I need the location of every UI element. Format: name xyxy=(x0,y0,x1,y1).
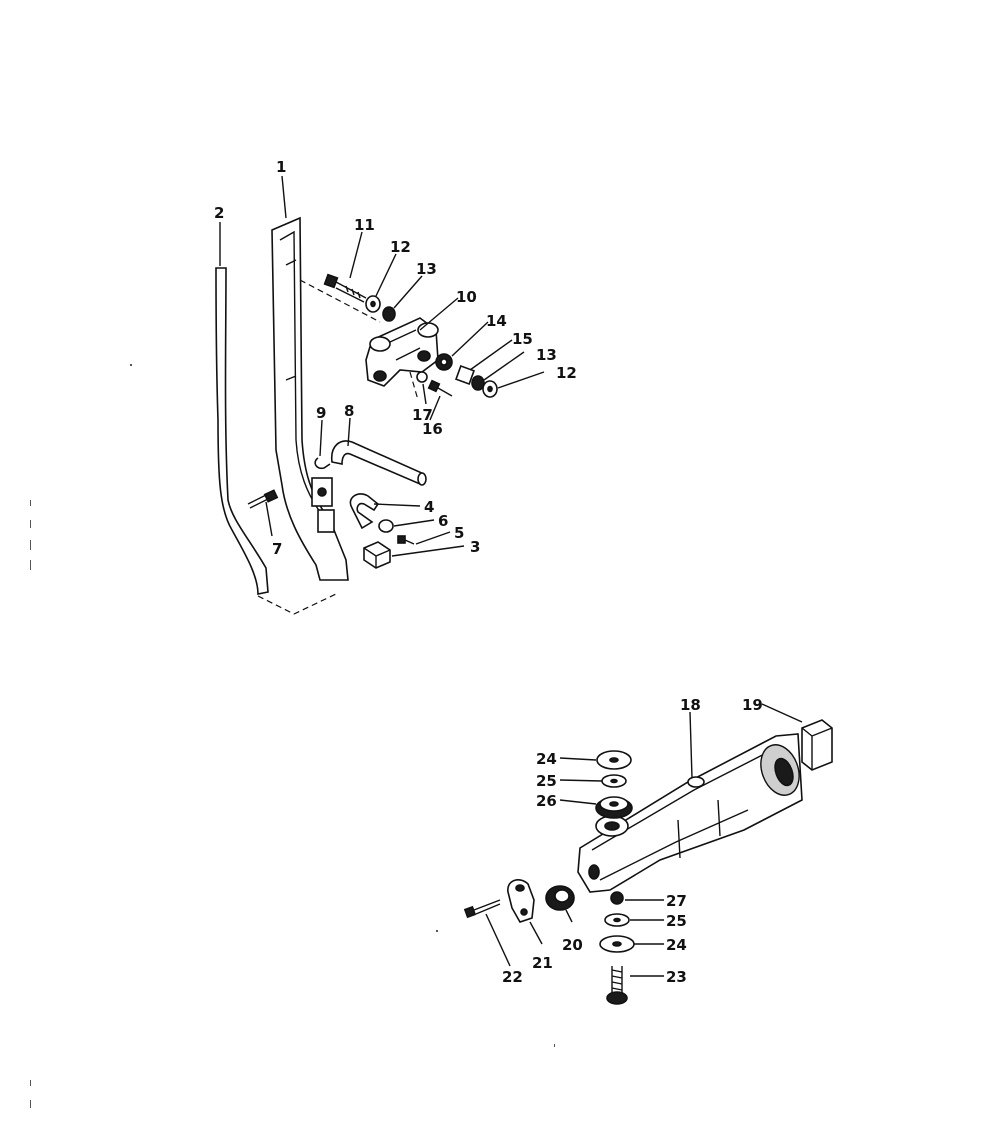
callout-14: 14 xyxy=(486,312,507,330)
part-3-pad xyxy=(363,541,391,569)
callout-1: 1 xyxy=(276,158,286,176)
callout-4: 4 xyxy=(424,498,434,516)
scan-specks xyxy=(30,364,555,1108)
callout-15: 15 xyxy=(512,330,533,348)
part-4-clamp xyxy=(349,493,380,530)
part-12-washer-right-hole xyxy=(487,385,493,393)
part-8-tube xyxy=(330,440,427,486)
callout-20: 20 xyxy=(562,936,583,954)
callout-19: 19 xyxy=(742,696,763,714)
callout-21: 21 xyxy=(532,954,553,972)
callout-2: 2 xyxy=(214,204,224,222)
part-17-washer xyxy=(416,371,428,383)
callout-16: 16 xyxy=(422,420,443,438)
part-27-nut xyxy=(610,891,624,905)
leader-lines xyxy=(219,175,803,977)
callout-25: 25 xyxy=(536,772,557,790)
part-21-clamp xyxy=(507,879,535,923)
dashed-leader xyxy=(299,279,381,323)
part-11-bolt xyxy=(323,273,367,303)
callout-24: 24 xyxy=(666,936,687,954)
part-20-ring xyxy=(545,885,575,911)
callout-11: 11 xyxy=(354,216,375,234)
callout-12: 12 xyxy=(556,364,577,382)
callout-6: 6 xyxy=(438,512,448,530)
part-7-stud xyxy=(247,489,279,509)
callout-22: 22 xyxy=(502,968,523,986)
part-24-washer-top-hole xyxy=(609,757,619,763)
part-22-screw xyxy=(463,899,501,919)
part-24-washer-bottom-hole xyxy=(612,941,622,947)
part-12-washer-hole xyxy=(370,300,376,308)
callout-9: 9 xyxy=(316,404,326,422)
callout-3: 3 xyxy=(470,538,480,556)
callout-25: 25 xyxy=(666,912,687,930)
part-16-screw xyxy=(427,379,453,397)
callout-5: 5 xyxy=(454,524,464,542)
callout-24: 24 xyxy=(536,750,557,768)
part-18-arm xyxy=(577,733,803,893)
dashed-leader xyxy=(409,371,419,401)
part-1-bracket xyxy=(271,216,349,581)
dashed-leader xyxy=(257,593,337,615)
part-6-washer xyxy=(378,519,394,533)
part-13-nut-right xyxy=(471,375,485,391)
callout-13: 13 xyxy=(536,346,557,364)
callout-10: 10 xyxy=(456,288,477,306)
callout-13: 13 xyxy=(416,260,437,278)
callout-18: 18 xyxy=(680,696,701,714)
part-13-nut xyxy=(382,306,396,322)
callout-26: 26 xyxy=(536,792,557,810)
part-9-clip xyxy=(314,457,331,470)
callout-8: 8 xyxy=(344,402,354,420)
part-25-washer-bottom-hole xyxy=(613,917,621,923)
callout-7: 7 xyxy=(272,540,282,558)
callout-labels: 1 2 11 12 13 10 14 15 13 12 17 16 9 8 4 … xyxy=(214,158,763,986)
part-26-grommet xyxy=(595,796,633,819)
callout-12: 12 xyxy=(390,238,411,256)
part-2-strip xyxy=(215,267,269,595)
part-19-block xyxy=(801,719,833,771)
callout-17: 17 xyxy=(412,406,433,424)
part-14-bushing-hole xyxy=(440,358,448,366)
part-10-clamp xyxy=(365,317,439,387)
callout-23: 23 xyxy=(666,968,687,986)
part-5-screw xyxy=(397,535,415,545)
part-23-bolt xyxy=(606,966,628,1005)
part-25-washer-top-hole xyxy=(610,778,618,784)
part-15-spacer xyxy=(455,365,475,385)
callout-27: 27 xyxy=(666,892,687,910)
